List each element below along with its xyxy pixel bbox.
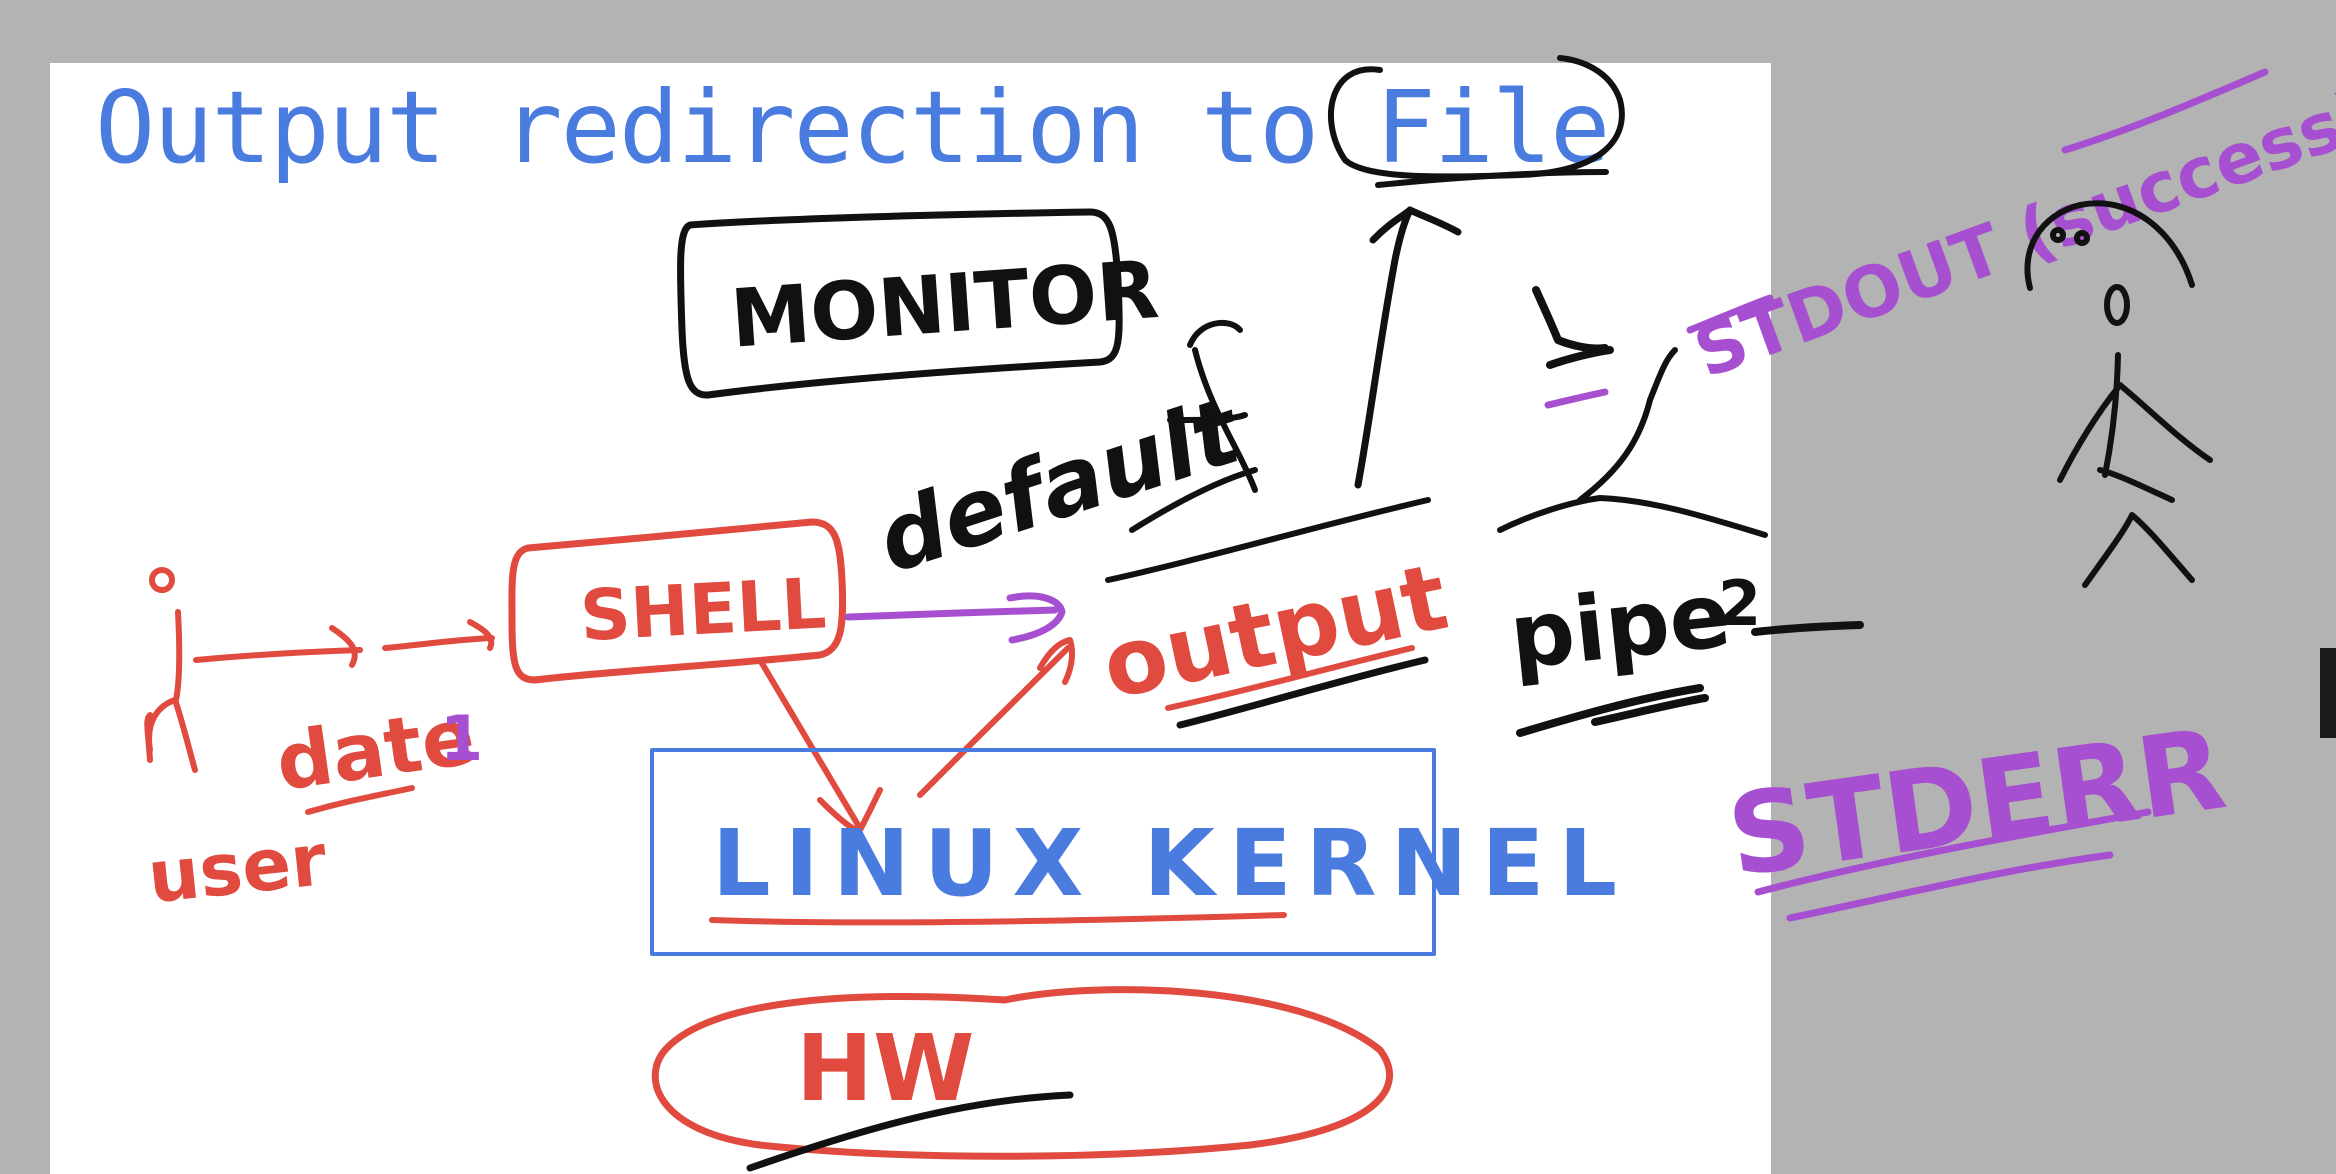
kernel-output-arrow-up [917,637,1076,798]
fd-two-label: 2 [1718,567,1761,640]
monitor-label: MONITOR [728,243,1162,366]
fd-one-label: 1 [440,702,483,775]
user-to-shell-arrow [193,619,495,668]
pipe-label: pipe [1505,563,1736,690]
anchor-purple-mark [1544,388,1609,409]
hw-strike [746,1091,1074,1172]
pipe-branch [1577,347,1678,503]
monitor-box [676,208,1123,399]
stdout-underline-1 [1686,294,1774,334]
whiteboard-canvas[interactable] [50,63,1771,1174]
shell-to-output-arrow [844,592,1066,644]
file-circle [1328,55,1625,180]
shell-box [508,518,847,684]
scroll-handle[interactable] [2320,648,2336,738]
kernel-underline [709,912,1287,926]
shell-kernel-arrow-down [757,657,883,834]
pipe-underline [1516,684,1709,737]
user-head [149,567,175,593]
fd-two-tail [1751,621,1864,636]
anchor-icon [1532,286,1614,369]
stdout-label: STDOUT (success) [1684,73,2336,394]
shell-label: SHELL [578,562,828,657]
kernel-label: LINUX KERNEL [712,810,1631,917]
file-underline [1375,169,1609,188]
output-to-file-arrow [1354,206,1462,489]
kernel-box [650,748,1436,956]
person-icon [2024,200,2213,588]
stderr-underline-2 [1786,851,2114,922]
output-underline-black [1176,656,1429,729]
pipe-roof [1497,495,1768,538]
default-arrow [1129,320,1258,533]
output-underline-red [1165,645,1415,711]
slide-title: Output redirection to File [95,69,1610,186]
hw-ellipse [651,986,1393,1160]
stderr-underline-1 [1754,808,2152,896]
hw-label: HW [796,1015,974,1122]
command-underline [305,785,415,815]
user-body [144,609,198,773]
output-top-line [1105,497,1431,583]
user-label: user [144,817,331,919]
stdout-underline-2 [2061,68,2269,154]
stderr-label: STDERR [1721,704,2233,902]
